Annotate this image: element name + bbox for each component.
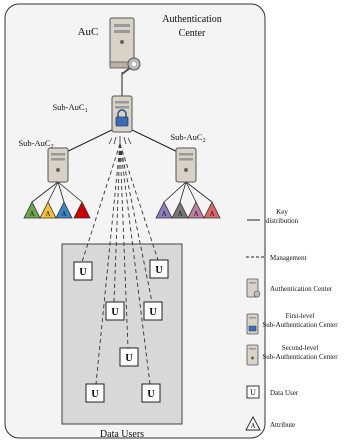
authentication-center-title-line2: Center	[179, 28, 206, 39]
attribute-triangle: A	[155, 201, 173, 219]
data-user: U	[141, 383, 161, 403]
attribute-triangle: A	[187, 201, 205, 219]
svg-text:U: U	[79, 267, 86, 278]
legend-management: Management	[270, 254, 307, 262]
svg-text:U: U	[147, 389, 154, 400]
authentication-center-title-line1: Authentication	[162, 14, 221, 25]
attribute-triangle	[73, 201, 91, 219]
data-user: U	[149, 259, 169, 279]
svg-text:A: A	[193, 210, 198, 218]
legend-second-level-line2: Sub-Authentication Center	[262, 353, 338, 361]
legend-data-user-icon: U	[246, 385, 260, 399]
legend-first-level-line1: First-level	[286, 312, 315, 320]
sub-auc-2-right-server-icon	[175, 147, 197, 183]
svg-text:U: U	[155, 265, 162, 276]
right-attribute-group: A A A A	[155, 201, 221, 219]
sub-auc-1-label: Sub-AuC1	[52, 102, 87, 114]
legend-first-level-server-icon	[246, 313, 259, 335]
svg-text:A: A	[61, 210, 66, 218]
data-user: U	[73, 261, 93, 281]
auc-server-icon	[109, 17, 141, 75]
legend-authentication-center: Authentication Center	[270, 285, 333, 293]
data-user: U	[119, 347, 139, 367]
legend-second-level-line1: Second-level	[282, 344, 319, 352]
data-user: U	[85, 383, 105, 403]
svg-text:U: U	[250, 388, 256, 397]
legend: Key distribution Management Authenticati…	[245, 208, 338, 431]
legend-key-distribution-line1: Key	[276, 208, 288, 216]
legend-second-level-server-icon	[246, 344, 259, 366]
attribute-triangle: A	[203, 201, 221, 219]
svg-text:U: U	[149, 307, 156, 318]
data-user-boxes: U U U U U U U	[73, 259, 169, 403]
svg-text:A: A	[209, 210, 214, 218]
data-user: U	[143, 301, 163, 321]
svg-text:U: U	[125, 353, 132, 364]
attribute-triangle: A	[39, 201, 57, 219]
management-lines	[81, 143, 159, 385]
attribute-triangle: A	[55, 201, 73, 219]
legend-data-user: Data User	[270, 389, 299, 397]
legend-auc-server-icon	[246, 278, 261, 298]
auc-label: AuC	[78, 26, 99, 38]
sub-auc-2-left-server-icon	[47, 147, 69, 183]
sub-auc-1-server-icon	[111, 95, 133, 133]
svg-text:U: U	[111, 307, 118, 318]
left-attribute-group: A A A	[23, 201, 91, 219]
broadcast-mark	[108, 136, 132, 145]
legend-attribute: Attribute	[270, 421, 295, 429]
data-users-label: Data Users	[100, 429, 144, 440]
svg-text:A: A	[161, 210, 166, 218]
data-user: U	[105, 301, 125, 321]
attribute-triangle: A	[23, 201, 41, 219]
sub-auc-2-left-label: Sub-AuC2	[18, 138, 53, 150]
svg-text:A: A	[29, 210, 34, 218]
legend-attribute-icon: A	[245, 416, 261, 431]
legend-key-distribution-line2: distribution	[266, 217, 299, 225]
legend-first-level-line2: Sub-Authentication Center	[262, 321, 338, 329]
svg-text:A: A	[45, 210, 50, 218]
svg-text:A: A	[177, 210, 182, 218]
svg-text:A: A	[250, 422, 255, 430]
attribute-fan-lines	[31, 181, 213, 203]
attribute-triangle: A	[171, 201, 189, 219]
svg-text:U: U	[91, 389, 98, 400]
sub-auc-2-right-label: Sub-AuC2	[170, 132, 205, 144]
